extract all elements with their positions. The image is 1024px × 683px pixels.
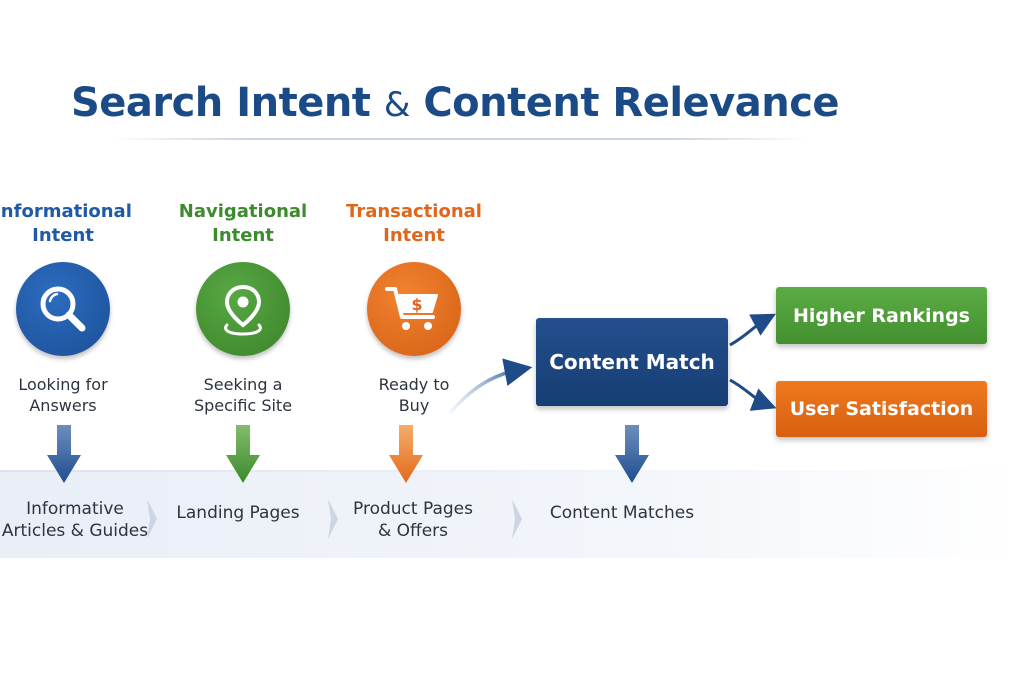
title-rest: Content Relevance [423, 80, 840, 126]
arrow-down-informational [47, 425, 81, 483]
informational-description: Looking for Answers [18, 375, 108, 415]
chevron-right-icon [328, 499, 338, 539]
user-satisfaction-box: User Satisfaction [776, 381, 987, 437]
result-landing-pages: Landing Pages [176, 503, 300, 523]
result-product-pages: Product Pages & Offers [353, 499, 473, 541]
transactional-heading: Transactional Intent [346, 201, 482, 246]
chevron-right-icon [512, 499, 522, 539]
higher-rankings-box: Higher Rankings [776, 287, 987, 344]
title-divider [110, 138, 810, 140]
result-content-matches: Content Matches [549, 503, 695, 523]
dollar-sign: $ [411, 295, 422, 314]
navigational-description: Seeking a Specific Site [193, 375, 293, 415]
results-band [0, 472, 1024, 558]
arrow-down-content-match [615, 425, 649, 483]
content-match-box: Content Match [536, 318, 728, 406]
column-transactional: Transactional Intent $ Ready to Buy [339, 200, 489, 416]
band-top-line [0, 470, 1024, 472]
arrow-down-navigational [226, 425, 260, 483]
arrow-down-transactional [389, 425, 423, 483]
result-informative-articles: Informative Articles & Guides [1, 499, 149, 541]
arrow-to-content-match [448, 358, 533, 415]
page-title: Search Intent & Content Relevance [0, 80, 910, 126]
shopping-cart-icon: $ [385, 287, 438, 330]
column-informational: Informational Intent Looking for Answers [0, 200, 138, 416]
arrow-to-satisfaction [729, 378, 777, 411]
map-pin-icon [224, 284, 262, 336]
chevron-right-icon [147, 499, 157, 539]
title-ampersand: & [383, 85, 411, 125]
column-navigational: Navigational Intent Seeking a Specific S… [168, 200, 318, 416]
informational-circle [16, 262, 110, 356]
informational-heading: Informational Intent [0, 201, 132, 246]
magnifier-icon [40, 286, 86, 332]
transactional-description: Ready to Buy [378, 375, 450, 415]
navigational-heading: Navigational Intent [178, 201, 308, 246]
arrow-to-rankings [729, 313, 776, 347]
title-main: Search Intent [70, 80, 371, 126]
transactional-circle: $ [367, 262, 461, 356]
navigational-circle [196, 262, 290, 356]
